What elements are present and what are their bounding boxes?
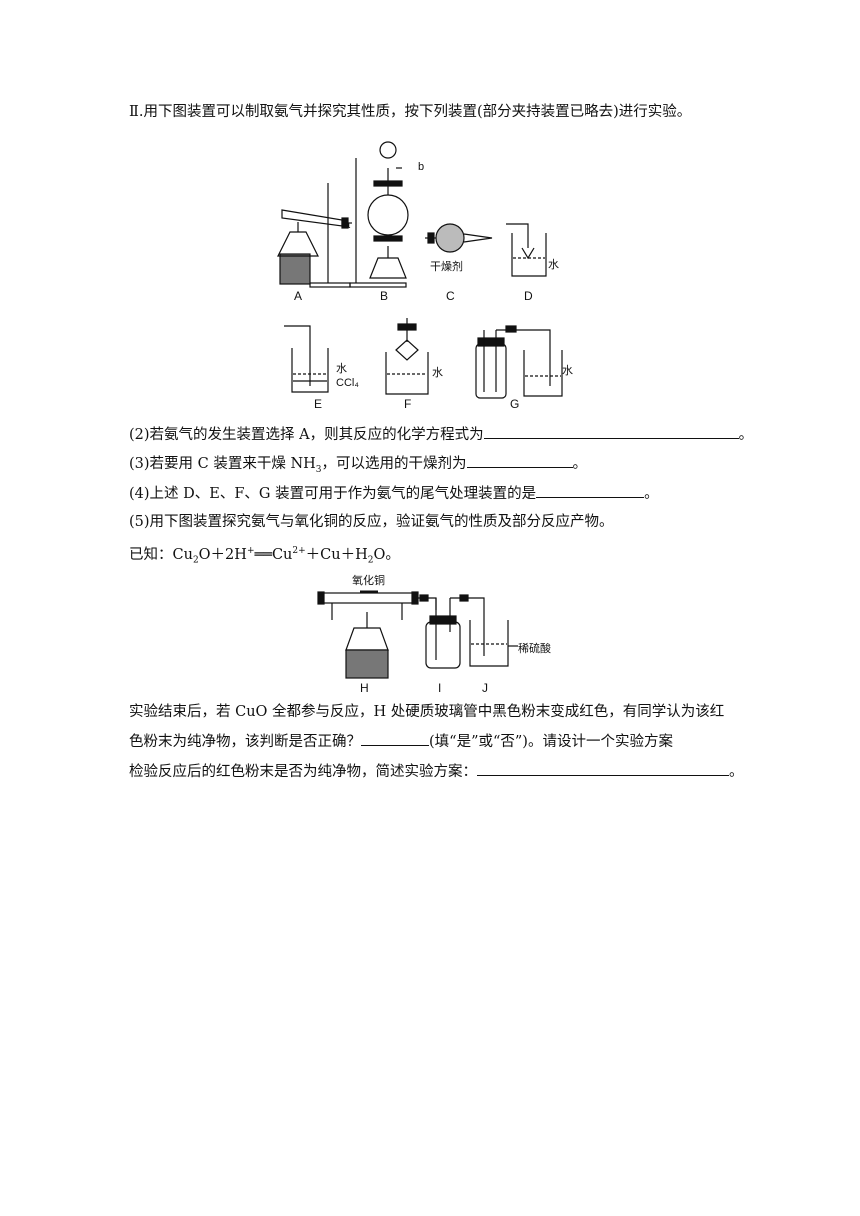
intro-text: Ⅱ.用下图装置可以制取氨气并探究其性质，按下列装置(部分夹持装置已略去)进行实验… [129, 104, 692, 120]
apparatus-f [385, 318, 429, 395]
answer-blank-q3[interactable] [466, 453, 573, 468]
apparatus-e [284, 325, 329, 393]
annotation-water-g: 水 [562, 364, 573, 377]
annotation-acid: 稀硫酸 [518, 641, 551, 655]
label-h: H [360, 681, 369, 695]
apparatus-g [475, 325, 563, 399]
apparatus-i [425, 594, 485, 669]
annotation-a: a [344, 219, 351, 231]
apparatus-figure-2: 氧化铜 稀硫酸 H I J [317, 573, 551, 695]
annotation-cuo: 氧化铜 [352, 573, 385, 587]
label-f: F [404, 397, 411, 411]
annotation-water-f: 水 [432, 366, 443, 379]
label-j: J [482, 681, 488, 695]
apparatus-a [277, 183, 352, 288]
apparatus-b [349, 141, 409, 288]
answer-blank-plan[interactable] [477, 761, 729, 776]
annotation-desiccant: 干燥剂 [430, 259, 463, 273]
label-i: I [438, 681, 441, 695]
question-3: (3)若要用 C 装置来干燥 NH3，可以选用的干燥剂为。 [129, 453, 587, 480]
label-b: B [380, 289, 388, 303]
apparatus-figure-1: A B C D E F G a b 干燥剂 水 水 CCl₄ 水 水 [277, 141, 573, 411]
label-d: D [524, 289, 533, 303]
apparatus-h [317, 590, 437, 679]
paragraph-line-3: 检验反应后的红色粉末是否为纯净物，简述实验方案：。 [129, 761, 744, 782]
apparatus-c [425, 223, 493, 253]
annotation-water-d: 水 [548, 258, 559, 271]
paragraph-line-2: 色粉末为纯净物，该判断是否正确？(填“是”或“否”)。请设计一个实验方案 [129, 731, 673, 752]
label-c: C [446, 289, 455, 303]
question-4: (4)上述 D、E、F、G 装置可用于作为氨气的尾气处理装置的是。 [129, 483, 659, 504]
answer-blank-q4[interactable] [536, 483, 645, 498]
answer-blank-q2[interactable] [483, 424, 739, 439]
paragraph-line-1: 实验结束后，若 CuO 全都参与反应，H 处硬质玻璃管中黑色粉末变成红色，有同学… [129, 704, 725, 720]
known-equation: 已知：Cu2O＋2H+══Cu2+＋Cu＋H2O。 [129, 546, 400, 566]
question-2: (2)若氨气的发生装置选择 A，则其反应的化学方程式为。 [129, 424, 753, 445]
apparatus-d [506, 223, 547, 277]
answer-blank-judgement[interactable] [361, 731, 429, 746]
question-5: (5)用下图装置探究氨气与氧化铜的反应，验证氨气的性质及部分反应产物。 [129, 514, 614, 530]
apparatus-j [469, 620, 518, 667]
annotation-water-e: 水 [336, 362, 347, 375]
label-g: G [510, 397, 519, 411]
label-a: A [294, 289, 302, 303]
label-e: E [314, 397, 322, 411]
annotation-b: b [418, 161, 424, 173]
annotation-ccl4: CCl₄ [336, 377, 359, 389]
